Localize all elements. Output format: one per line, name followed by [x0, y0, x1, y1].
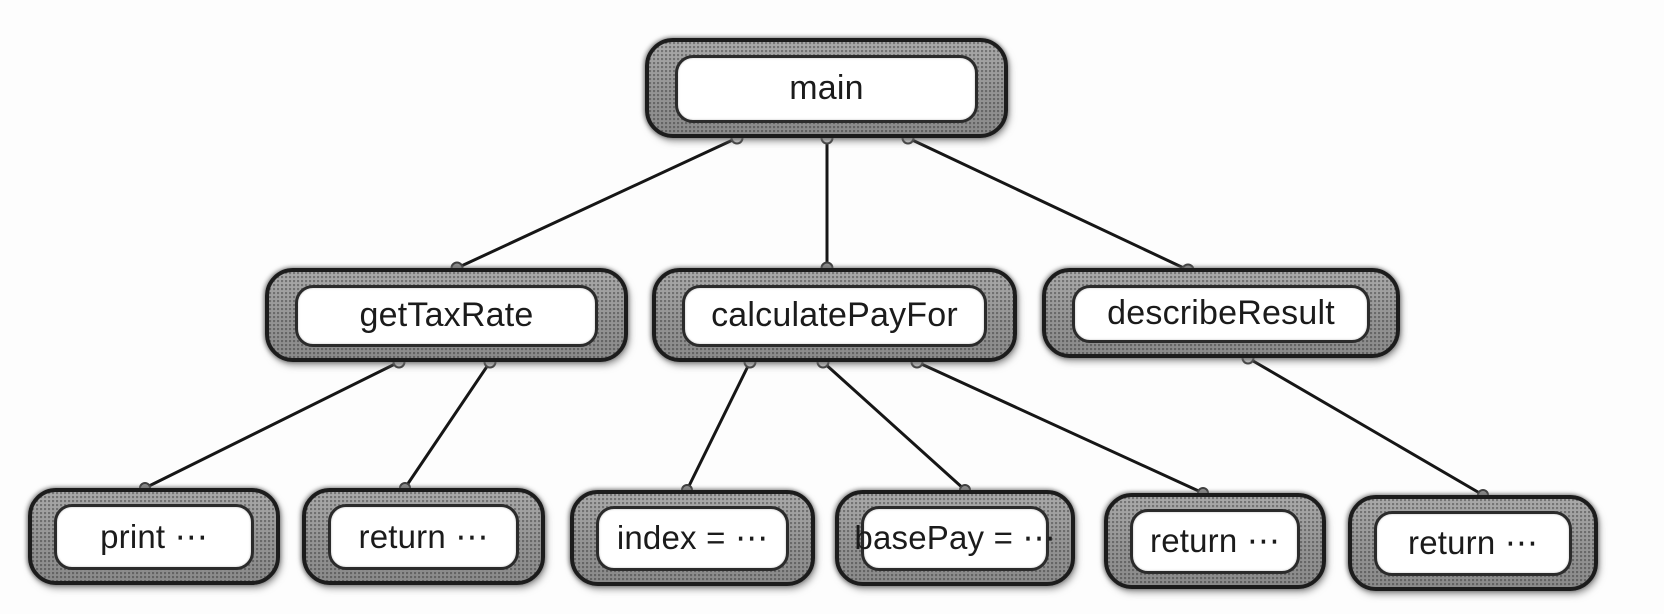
node-main-body: main: [675, 55, 978, 123]
edge-getTaxRate-return-1: [403, 360, 492, 490]
node-basePay-label: basePay = ⋯: [854, 519, 1056, 556]
edge-calculatePayFor-basePay: [821, 360, 967, 492]
node-index-body: index = ⋯: [596, 506, 789, 571]
node-index-label: index = ⋯: [616, 519, 769, 556]
node-basePay: basePay = ⋯: [835, 490, 1075, 586]
node-main: main: [645, 38, 1008, 138]
node-basePay-body: basePay = ⋯: [854, 506, 1055, 571]
node-return-3-label: return ⋯: [1408, 524, 1538, 561]
node-getTaxRate-body: getTaxRate: [295, 285, 598, 347]
edge-describeResult-return-3: [1246, 356, 1485, 497]
node-calculatePayFor-body: calculatePayFor: [682, 285, 987, 347]
node-return-2-label: return ⋯: [1150, 522, 1280, 559]
node-print: print ⋯: [28, 488, 280, 585]
node-return-2-body: return ⋯: [1130, 509, 1300, 574]
edge-main-describeResult: [906, 136, 1190, 272]
node-calculatePayFor-label: calculatePayFor: [711, 295, 958, 334]
node-describeResult: describeResult: [1042, 268, 1400, 358]
node-describeResult-label: describeResult: [1107, 293, 1335, 332]
node-index: index = ⋯: [570, 490, 815, 586]
edge-calculatePayFor-return-2: [915, 360, 1205, 495]
node-calculatePayFor: calculatePayFor: [652, 268, 1017, 362]
node-return-1-label: return ⋯: [358, 517, 489, 555]
node-print-label: print ⋯: [100, 517, 208, 555]
edge-main-getTaxRate: [455, 136, 739, 270]
node-main-label: main: [789, 68, 864, 107]
edge-calculatePayFor-index: [685, 360, 752, 492]
node-print-body: print ⋯: [54, 504, 254, 570]
node-return-1-body: return ⋯: [328, 504, 519, 570]
node-describeResult-body: describeResult: [1072, 285, 1370, 343]
node-return-3-body: return ⋯: [1374, 511, 1572, 576]
node-return-1: return ⋯: [302, 488, 545, 585]
node-return-2: return ⋯: [1104, 493, 1326, 589]
node-getTaxRate: getTaxRate: [265, 268, 628, 362]
edge-getTaxRate-print: [143, 360, 401, 490]
node-getTaxRate-label: getTaxRate: [359, 295, 534, 334]
node-return-3: return ⋯: [1348, 495, 1598, 591]
